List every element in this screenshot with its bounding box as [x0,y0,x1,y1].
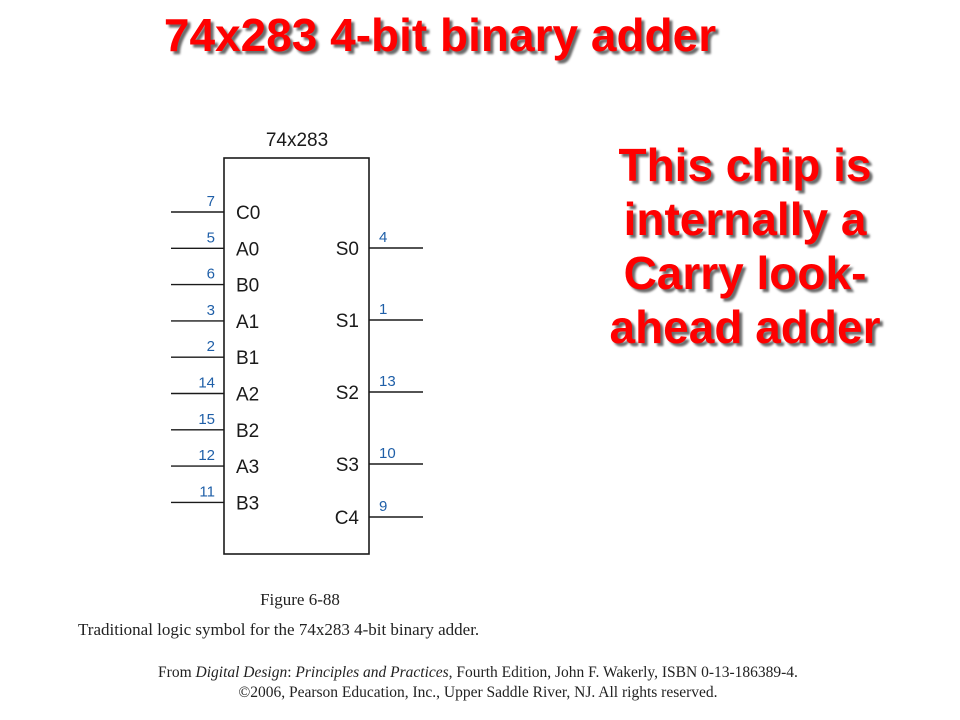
credit-mid: : [287,664,296,681]
figure-label: Figure 6-88 [260,590,340,609]
credit-book: Digital Design [195,664,288,681]
pin-number: 3 [207,302,215,319]
pin-name: S2 [336,383,359,404]
figure-caption: Traditional logic symbol for the 74x283 … [78,620,480,639]
pin-name: A0 [236,239,259,260]
callout-line: internally a [623,193,867,245]
pin-number: 7 [207,193,215,210]
pin-name: B0 [236,276,259,297]
callout-line: ahead adder [609,301,881,353]
pin-name: S3 [336,455,359,476]
credit-line-1: From Digital Design: Principles and Prac… [0,664,958,682]
chip-body [223,157,370,555]
pin-name: S0 [336,239,359,260]
credit-subtitle: Principles and Practices [295,664,449,681]
pin-name: C0 [236,203,260,224]
pin-name: A1 [236,312,259,333]
pin-number: 10 [379,445,396,462]
pin-name: A3 [236,457,259,478]
pin-name: B2 [236,421,259,442]
pin-number: 4 [379,229,387,246]
pin-name: B1 [236,348,259,369]
pin-number: 1 [379,301,387,318]
pin-number: 6 [207,266,215,283]
pin-number: 2 [207,338,215,355]
credit-line-2: ©2006, Pearson Education, Inc., Upper Sa… [238,684,718,701]
credit-prefix: From [158,664,196,681]
slide-title: 74x283 4-bit binary adder [163,9,717,61]
pin-number: 11 [199,483,215,500]
credit-suffix: , Fourth Edition, John F. Wakerly, ISBN … [448,664,798,681]
pin-number: 9 [379,498,387,515]
pin-number: 15 [198,411,215,428]
pin-number: 5 [207,229,215,246]
chip-name: 74x283 [266,130,328,151]
pin-name: S1 [336,311,359,332]
pin-number: 13 [379,373,396,390]
callout-line: Carry look- [623,247,867,299]
pin-number: 12 [198,447,215,464]
pin-number: 14 [198,375,215,392]
callout-text: This chip is internally a Carry look- ah… [540,138,950,354]
pin-name: B3 [236,493,259,514]
pin-name: A2 [236,385,259,406]
pin-name: C4 [335,508,360,529]
callout-line: This chip is [618,139,872,191]
